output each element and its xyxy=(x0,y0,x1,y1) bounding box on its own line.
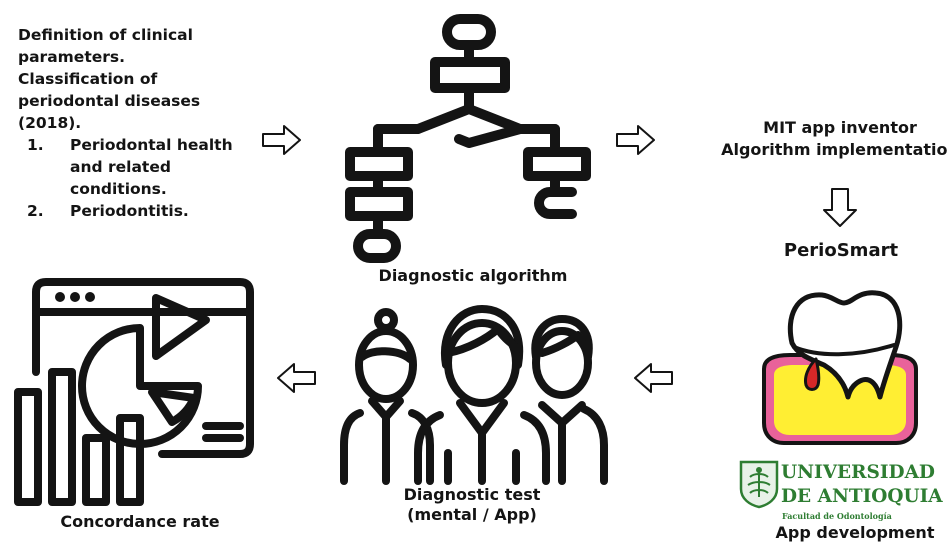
faculty-name: Facultad de Odontología xyxy=(782,511,892,521)
diagnostic-test-label: Diagnostic test (mental / App) xyxy=(352,485,592,525)
app-name-title: PerioSmart xyxy=(783,240,899,261)
mit-label-line: Algorithm implementation xyxy=(721,140,947,159)
diagnostic-algorithm-label: Diagnostic algorithm xyxy=(378,266,568,285)
list-number: 2. xyxy=(27,202,44,220)
app-development-label: App development xyxy=(775,523,935,542)
arrow-left-icon xyxy=(277,363,316,393)
parameters-text-block: Definition of clinical parameters. Class… xyxy=(18,24,233,222)
university-name: UNIVERSIDAD DE ANTIOQUIA xyxy=(781,461,943,509)
list-item: 2. Periodontitis. xyxy=(18,200,233,222)
tooth-icon xyxy=(762,290,918,445)
list-item-line: and related xyxy=(70,158,171,176)
mit-app-inventor-label: MIT app inventor Algorithm implementatio… xyxy=(700,117,947,161)
classification-list: 1. Periodontal health and related condit… xyxy=(18,134,233,222)
arrow-right-icon xyxy=(616,125,655,155)
people-group-icon xyxy=(340,305,608,485)
university-name-line: DE ANTIOQUIA xyxy=(781,486,943,507)
diagnostic-test-line: (mental / App) xyxy=(407,505,537,524)
university-name-line: UNIVERSIDAD xyxy=(781,462,935,483)
arrow-left-icon xyxy=(634,363,673,393)
dashboard-chart-icon xyxy=(14,278,254,506)
intro-line: Classification of xyxy=(18,70,158,88)
intro-line: periodontal diseases xyxy=(18,92,201,110)
intro-line: Definition of clinical xyxy=(18,26,193,44)
concordance-rate-label: Concordance rate xyxy=(60,512,220,531)
list-item-line: Periodontal health xyxy=(70,136,233,154)
diagnostic-test-line: Diagnostic test xyxy=(403,485,541,504)
arrow-down-icon xyxy=(823,188,857,227)
list-item-line: Periodontitis. xyxy=(70,202,189,220)
list-item-line: conditions. xyxy=(70,180,167,198)
intro-line: (2018). xyxy=(18,114,82,132)
mit-label-line: MIT app inventor xyxy=(763,118,917,137)
intro-line: parameters. xyxy=(18,48,126,66)
flowchart-icon xyxy=(345,14,591,263)
arrow-right-icon xyxy=(262,125,301,155)
list-item: 1. Periodontal health and related condit… xyxy=(18,134,233,200)
university-seal-icon xyxy=(739,460,779,509)
list-number: 1. xyxy=(27,136,44,154)
